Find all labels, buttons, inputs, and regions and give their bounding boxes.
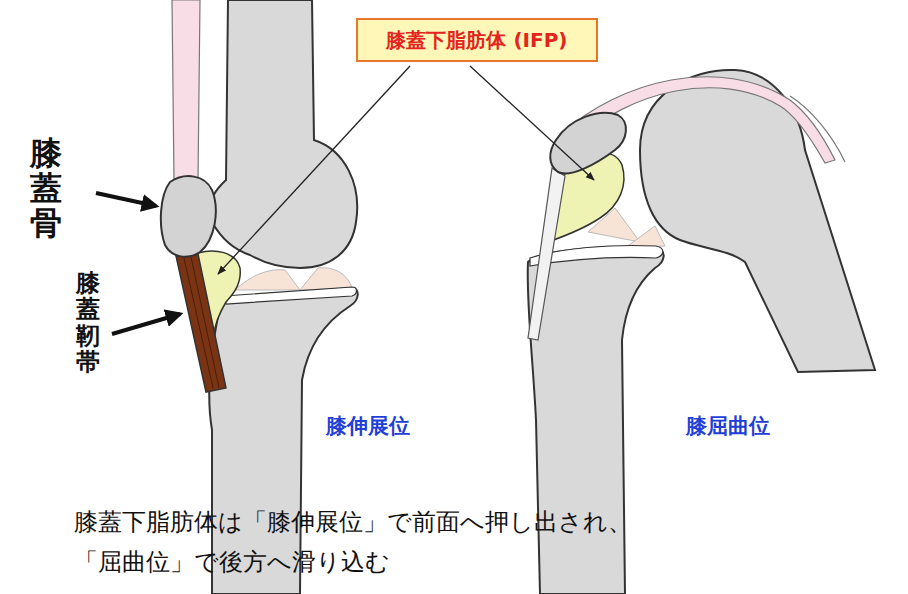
patella — [550, 113, 626, 174]
pointer-arrow — [96, 193, 156, 206]
part-name: 膝蓋靭帯 — [76, 270, 100, 376]
tibial-cartilage — [224, 287, 357, 304]
leader-arrow — [470, 66, 594, 180]
position-label: 膝伸展位 — [326, 412, 410, 440]
leader-arrow — [218, 66, 410, 274]
callout-text: 膝蓋下脂肪体 (IFP) — [386, 27, 567, 54]
part-name: 膝蓋骨 — [30, 136, 62, 242]
femur — [640, 70, 875, 372]
callout-box: 膝蓋下脂肪体 (IFP) — [356, 18, 598, 62]
meniscus — [235, 270, 300, 290]
patellar-ligament — [176, 254, 226, 392]
meniscus — [625, 226, 665, 248]
patella — [161, 176, 216, 257]
pointer-arrow — [112, 314, 180, 334]
tendon-line — [790, 96, 845, 162]
patellar-ligament — [528, 168, 565, 340]
ligament-fibers — [184, 257, 219, 388]
femur — [210, 0, 358, 268]
caption: 膝蓋下脂肪体は「膝伸展位」で前面へ押し出され、 「屈曲位」で後方へ滑り込む — [74, 502, 640, 582]
tibia — [528, 247, 664, 594]
position-label: 膝屈曲位 — [686, 412, 770, 440]
quadriceps-tendon — [172, 0, 200, 182]
meniscus — [300, 268, 352, 290]
